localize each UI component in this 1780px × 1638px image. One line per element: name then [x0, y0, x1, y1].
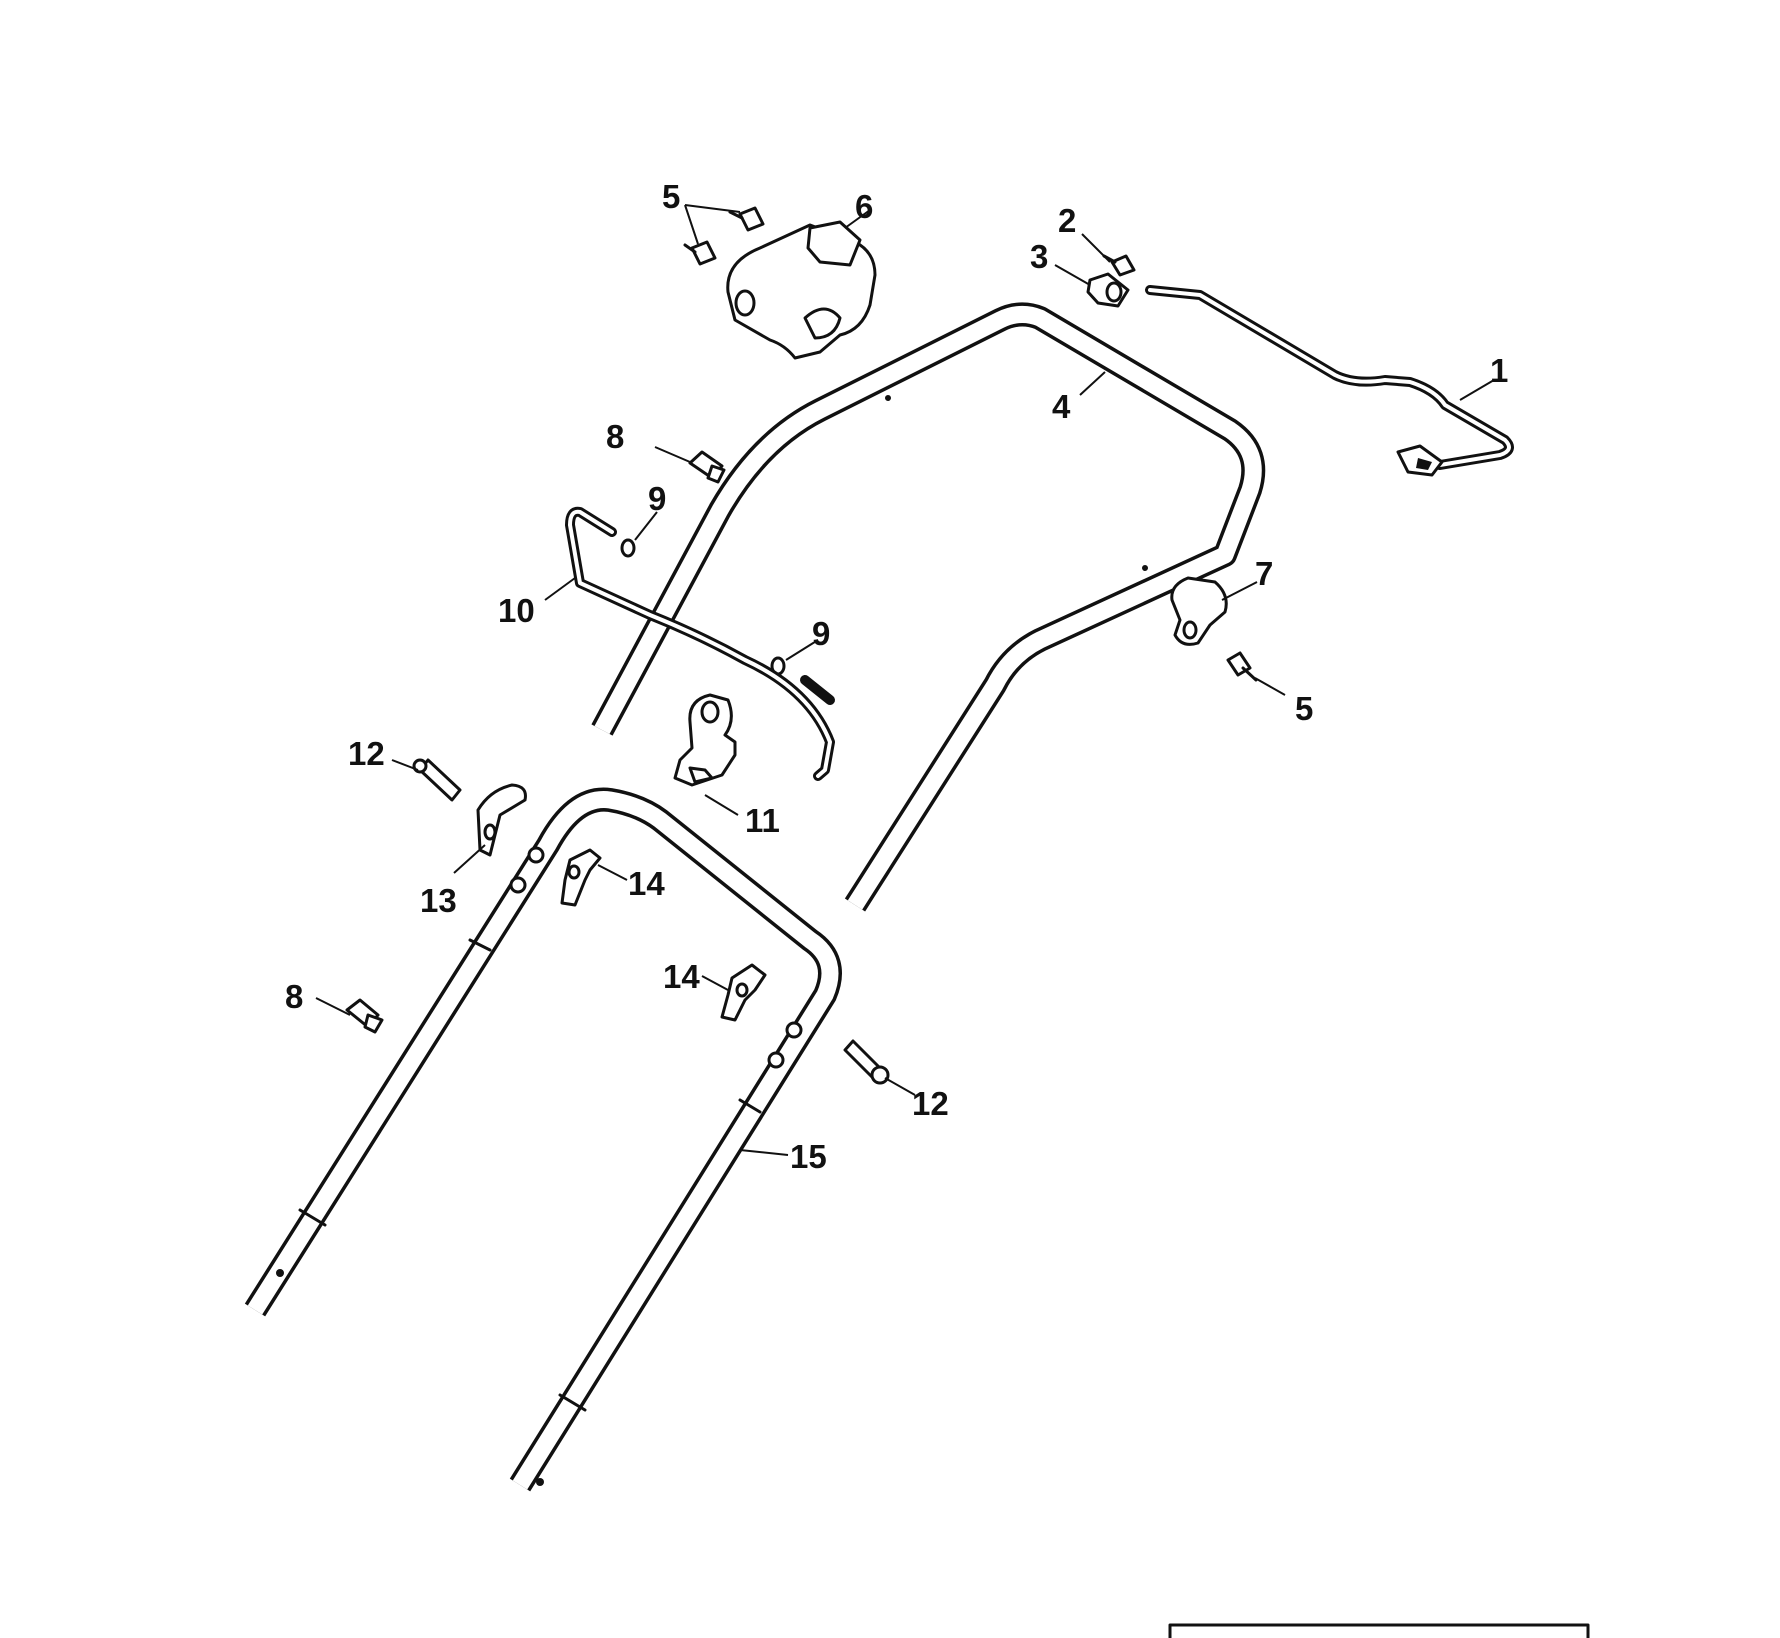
label-11: 11: [745, 802, 780, 839]
label-13: 13: [420, 882, 457, 919]
label-4: 4: [1052, 388, 1071, 425]
rod-end-cap[interactable]: [1086, 272, 1130, 308]
label-8-lower: 8: [285, 978, 303, 1015]
washer-9-upper[interactable]: [620, 538, 636, 558]
lower-handle-frame[interactable]: [244, 787, 842, 1492]
knob-8-upper[interactable]: [688, 450, 726, 484]
label-6: 6: [855, 188, 873, 225]
label-5-upper: 5: [662, 178, 680, 215]
label-10: 10: [498, 592, 535, 629]
bail-lever-rod[interactable]: [1145, 285, 1514, 477]
handle-clamp[interactable]: [1170, 576, 1228, 646]
leader-lines: [315, 204, 1495, 1156]
label-14-upper: 14: [628, 865, 665, 902]
label-9-upper: 9: [648, 480, 666, 517]
label-7: 7: [1255, 555, 1273, 592]
screws-5-upper[interactable]: [683, 206, 765, 266]
label-5-lower: 5: [1295, 690, 1313, 727]
cable-bracket[interactable]: [673, 693, 737, 787]
label-8-upper: 8: [606, 418, 624, 455]
handle-cover[interactable]: [726, 220, 877, 360]
screw-5-lower[interactable]: [1226, 651, 1258, 682]
bolt-12-lower[interactable]: [843, 1039, 890, 1085]
upper-handle-frame[interactable]: [591, 302, 1266, 912]
label-3: 3: [1030, 238, 1048, 275]
label-12-lower: 12: [912, 1085, 949, 1122]
wing-nut-14-upper[interactable]: [560, 848, 602, 907]
wing-nut-14-lower[interactable]: [720, 963, 767, 1022]
cam-bracket[interactable]: [476, 783, 527, 857]
label-2: 2: [1058, 202, 1076, 239]
label-9-lower: 9: [812, 615, 830, 652]
knob-8-lower[interactable]: [345, 998, 384, 1034]
part-labels: 1 2 3 4 5 5 6 7 8 8 9 9 10 11 12 12 13 1…: [285, 178, 1508, 1175]
frame-corner: [1168, 1623, 1590, 1638]
screw-2[interactable]: [1102, 254, 1136, 277]
label-1: 1: [1490, 352, 1508, 389]
brace-rod[interactable]: [565, 506, 835, 781]
bolt-12-upper[interactable]: [412, 758, 462, 802]
label-15: 15: [790, 1138, 827, 1175]
label-14-lower: 14: [663, 958, 700, 995]
label-12-upper: 12: [348, 735, 385, 772]
